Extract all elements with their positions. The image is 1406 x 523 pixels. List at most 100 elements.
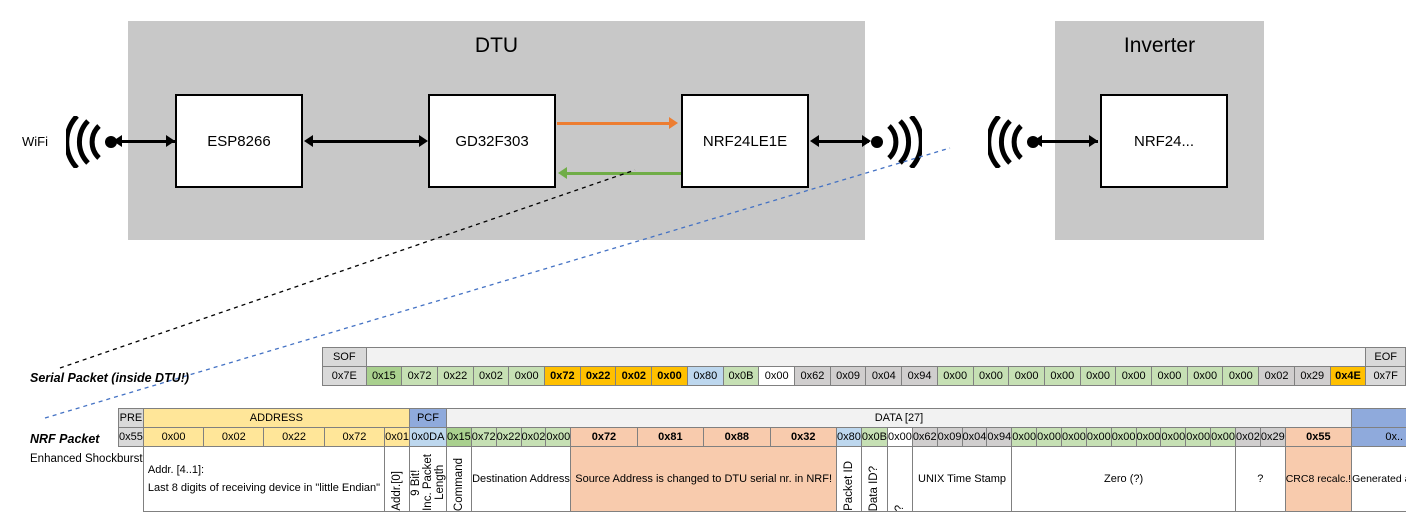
serial-byte-6: 0x22 [579,366,617,386]
nrf-byte-3: 0x02 [520,427,547,447]
nrf-byte-17: 0x00 [1036,427,1062,447]
arrow-gd32-to-nrf-orange [557,122,672,125]
ann-source-address-note: Source Address is changed to DTU serial … [570,446,838,512]
nrf-byte-23: 0x00 [1185,427,1212,447]
nrf-crc-byte-0: 0x.. [1351,427,1406,447]
nrf-packet-table: PRE ADDRESS PCF DATA [27] NRF CRC 0x55 0… [118,408,1406,512]
ann-data-id-text: Data ID? [868,465,881,511]
nrf-packet-label: NRF Packet [30,432,100,446]
nrf-pre-header: PRE [118,408,144,428]
serial-byte-0: 0x15 [365,366,403,386]
ann-packet-id: Packet ID [836,446,862,512]
ann-data-id: Data ID? [860,446,888,512]
ann-command: Command [445,446,472,512]
ann-destination-address: Destination Address [470,446,572,512]
serial-byte-24: 0x00 [1222,366,1260,386]
chip-nrf24-inverter: NRF24... [1100,94,1228,188]
serial-byte-18: 0x00 [1008,366,1045,386]
nrf-byte-14: 0x04 [961,427,988,447]
arrow-esp-gd32 [311,140,421,143]
serial-byte-27: 0x4E [1329,366,1367,386]
serial-byte-13: 0x09 [829,366,867,386]
arrow-wifi-esp [119,140,175,143]
nrf-byte-22: 0x00 [1160,427,1187,447]
serial-packet-header-row: SOF EOF [322,347,1406,367]
nrf-byte-21: 0x00 [1135,427,1162,447]
serial-eof-header: EOF [1365,347,1406,367]
serial-sof-header: SOF [322,347,367,367]
serial-byte-21: 0x00 [1115,366,1153,386]
nrf-address-byte-3: 0x72 [323,427,386,447]
nrf-byte-13: 0x09 [936,427,963,447]
inverter-enclosure: Inverter [1055,21,1264,240]
nrf-byte-24: 0x00 [1210,427,1236,447]
arrowhead-esp-right [166,135,175,147]
serial-byte-3: 0x02 [472,366,510,386]
ann-unknown-1: ? [886,446,913,512]
ann-pre-spacer [119,447,144,512]
nrf-byte-11: 0x00 [886,427,913,447]
nrf-byte-25: 0x02 [1234,427,1261,447]
arrow-nrf-to-gd32-green [566,172,681,175]
serial-data-header-spacer [365,347,1367,367]
nrf-address-byte-2: 0x22 [263,427,325,447]
ann-crc8: CRC8 recalc.! [1284,446,1353,512]
serial-byte-5: 0x72 [544,366,581,386]
arrowhead-gd32-right [419,135,428,147]
nrf-byte-7: 0x88 [703,427,771,447]
inverter-title: Inverter [1123,34,1196,57]
arrow-inverter-antenna-nrf [1040,140,1098,143]
serial-byte-17: 0x00 [972,366,1010,386]
serial-sof-value: 0x7E [322,366,367,386]
ann-zero: Zero (?) [1011,446,1236,512]
nrf-byte-2: 0x22 [495,427,522,447]
chip-nrf24le1e: NRF24LE1E [681,94,809,188]
nrf-crc-header: NRF CRC [1351,408,1406,428]
chip-esp8266-label: ESP8266 [207,132,271,150]
serial-byte-22: 0x00 [1151,366,1188,386]
serial-byte-4: 0x00 [508,366,546,386]
nrf-packet-sublabel: Enhanced Shockburst [30,453,143,465]
serial-byte-23: 0x00 [1186,366,1224,386]
nrf-byte-8: 0x32 [769,427,838,447]
serial-byte-8: 0x00 [651,366,688,386]
arrowhead-orange-right [669,117,678,129]
chip-gd32f303-label: GD32F303 [455,132,529,150]
nrf-annotation-row: Addr. [4..1]:Last 8 digits of receiving … [119,446,1406,512]
chip-nrf24le1e-label: NRF24LE1E [702,132,788,150]
arrowhead-inv-nrf-right [1089,135,1098,147]
nrf-byte-15: 0x94 [986,427,1013,447]
serial-byte-7: 0x02 [615,366,653,386]
ann-address-note: Addr. [4..1]:Last 8 digits of receiving … [142,446,386,512]
nrf-byte-0: 0x15 [445,427,472,447]
chip-nrf24-inverter-label: NRF24... [1133,132,1194,150]
chip-gd32f303: GD32F303 [428,94,556,188]
nrf-byte-1: 0x72 [470,427,497,447]
dtu-rf-antenna-icon [871,116,922,168]
dtu-title: DTU [474,34,519,57]
serial-byte-9: 0x80 [686,366,724,386]
arrowhead-antenna-dtu-right [862,135,871,147]
serial-byte-14: 0x04 [865,366,903,386]
nrf-address-byte-0: 0x00 [142,427,205,447]
nrf-byte-27: 0x55 [1284,427,1353,447]
ann-unknown-2: ? [1234,446,1286,512]
arrowhead-green-left [558,167,567,179]
serial-byte-20: 0x00 [1079,366,1117,386]
nrf-pre-value: 0x55 [118,427,144,447]
serial-byte-11: 0x00 [758,366,796,386]
nrf-byte-10: 0x0B [860,427,888,447]
arrowhead-wifi-left [113,135,122,147]
ann-unknown-1-text: ? [893,504,906,511]
serial-byte-1: 0x72 [401,366,438,386]
ann-nrf-crc-note: Generated automatically. Dont Care! [1351,446,1406,512]
wifi-antenna-icon [66,116,117,168]
nrf-pcf-value: 0x0DA [408,427,447,447]
serial-eof-value: 0x7F [1365,366,1406,386]
serial-byte-10: 0x0B [722,366,760,386]
serial-byte-15: 0x94 [901,366,938,386]
nrf-address-header: ADDRESS [142,408,410,428]
